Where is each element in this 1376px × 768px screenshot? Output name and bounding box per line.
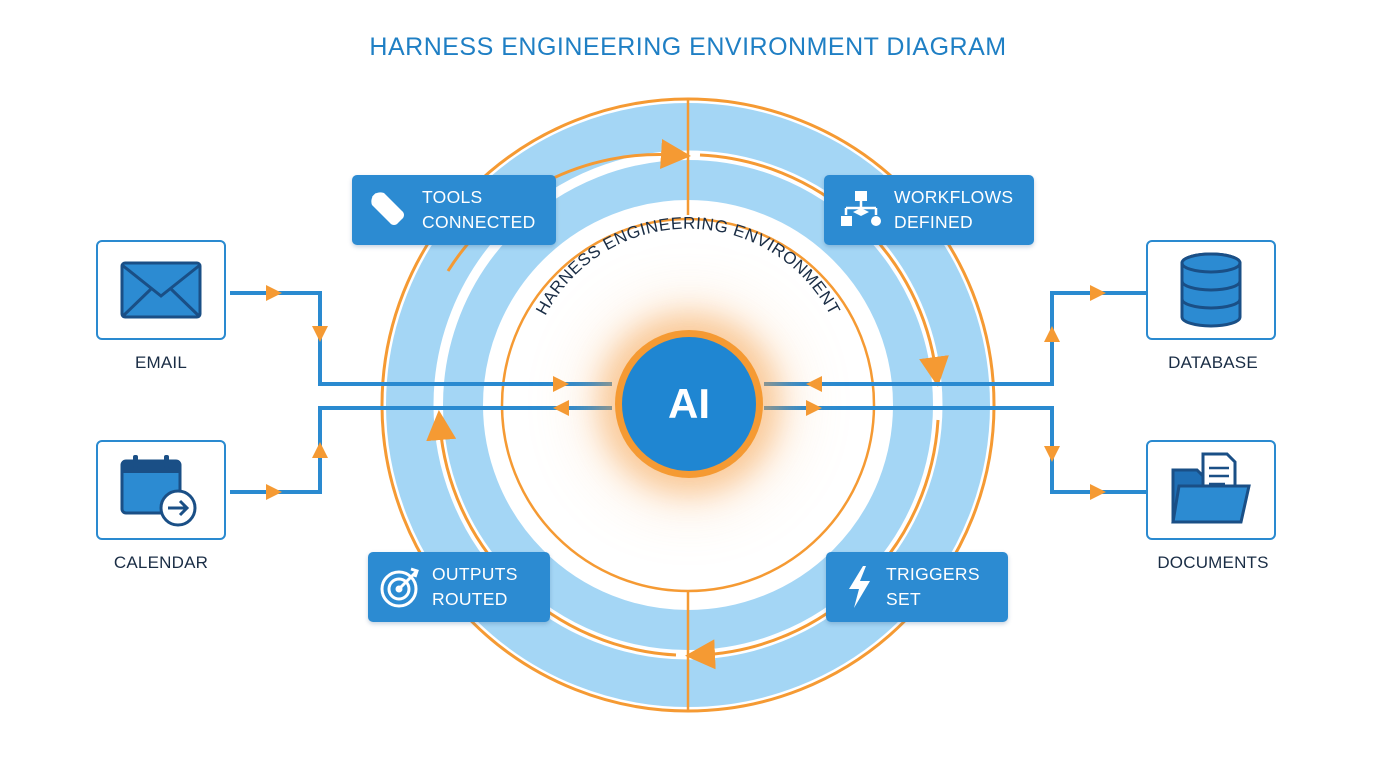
stage-triggers-set: TRIGGERS SET [826, 552, 1008, 622]
stage-workflows-line2: DEFINED [894, 212, 973, 232]
stage-workflows-line1: WORKFLOWS [894, 187, 1014, 207]
stage-workflows-defined: WORKFLOWS DEFINED [824, 175, 1034, 245]
wrench-icon [366, 187, 412, 233]
stage-outputs-line1: OUTPUTS [432, 564, 518, 584]
email-label: EMAIL [134, 353, 188, 372]
ai-core-label: AI [668, 380, 710, 427]
calendar-label: CALENDAR [113, 553, 209, 572]
envelope-icon [120, 261, 202, 319]
stage-tools-connected: TOOLS CONNECTED [352, 175, 556, 245]
inner-ring [500, 217, 876, 593]
stage-outputs-line2: ROUTED [432, 589, 508, 609]
stage-triggers-line1: TRIGGERS [886, 564, 980, 584]
calendar-source [96, 440, 226, 540]
lightning-icon [842, 564, 876, 610]
diagram-title: HARNESS ENGINEERING ENVIRONMENT DIAGRAM [369, 33, 1007, 61]
stage-triggers-line2: SET [886, 589, 921, 609]
workflow-icon [838, 187, 884, 233]
documents-label: DOCUMENTS [1157, 553, 1269, 572]
stage-tools-line1: TOOLS [422, 187, 483, 207]
calendar-icon [120, 455, 197, 527]
database-label: DATABASE [1168, 353, 1258, 372]
folder-document-icon [1171, 452, 1251, 524]
email-source [96, 240, 226, 340]
ai-core: AI [615, 330, 763, 478]
stage-tools-line2: CONNECTED [422, 212, 536, 232]
target-icon [378, 564, 424, 610]
documents-destination [1146, 440, 1276, 540]
stage-outputs-routed: OUTPUTS ROUTED [368, 552, 550, 622]
database-icon [1180, 252, 1242, 328]
connector-arrows [266, 285, 1106, 500]
database-destination [1146, 240, 1276, 340]
